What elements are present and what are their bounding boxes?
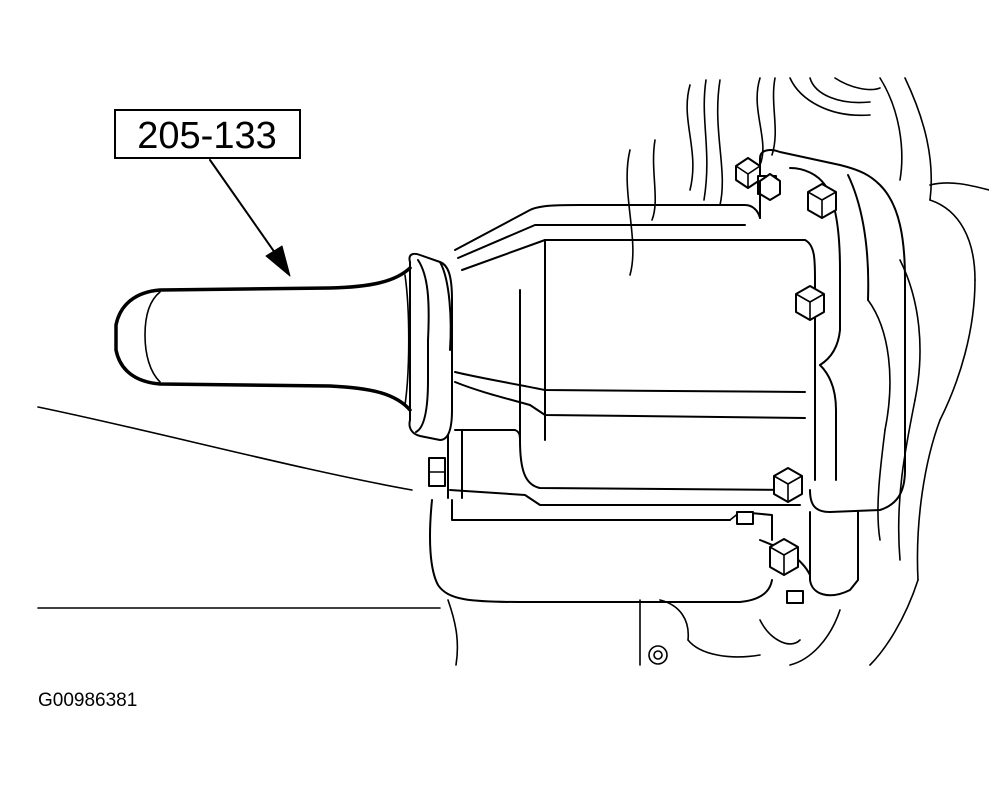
callout-leader-arrow	[209, 159, 291, 277]
seal-ring	[408, 252, 453, 441]
seal-installer-tool	[114, 266, 412, 412]
bolt-icon	[773, 467, 803, 503]
tool-number-label: 205-133	[137, 115, 276, 157]
mounting-bolts	[428, 157, 837, 604]
bolt-icon	[786, 590, 804, 604]
bolt-icon	[807, 183, 837, 219]
bolt-icon	[428, 457, 446, 487]
bolt-icon	[736, 511, 754, 525]
lower-housing	[429, 499, 773, 603]
callout-label: 205-133	[114, 109, 301, 159]
background-engine-outline	[447, 77, 989, 666]
figure-id: G00986381	[38, 690, 138, 711]
extension-housing	[447, 149, 906, 597]
bolt-icon	[795, 285, 825, 321]
bolt-icon	[759, 173, 781, 201]
bolt-icon	[769, 538, 799, 576]
ground-lines	[37, 406, 441, 609]
